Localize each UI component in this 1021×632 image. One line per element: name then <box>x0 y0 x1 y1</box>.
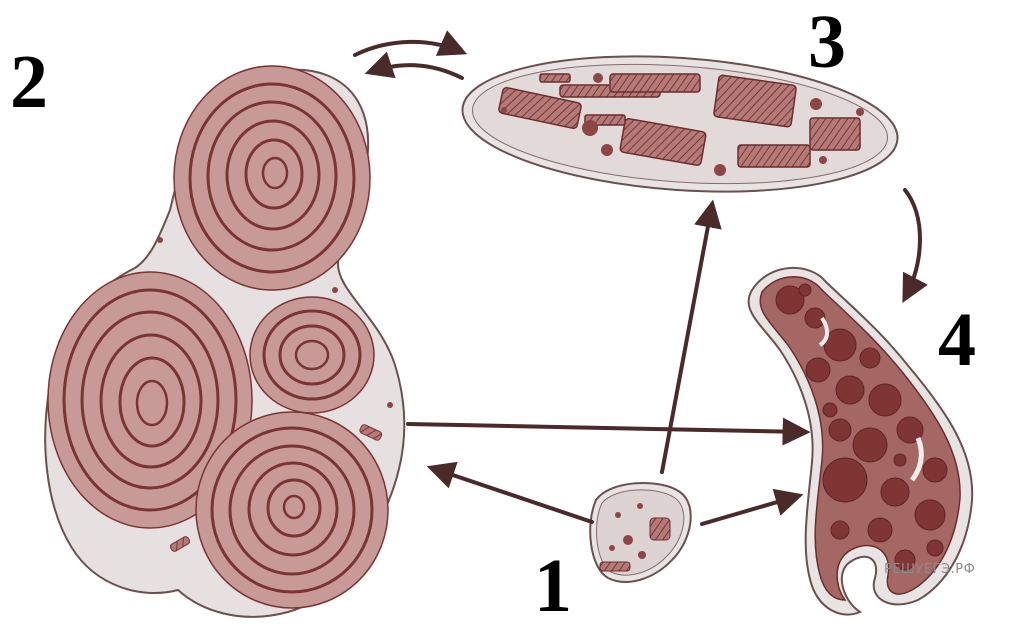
amyloplast-icon <box>45 66 404 617</box>
arrow-3-to-4 <box>905 190 920 298</box>
arrow-3-to-2 <box>370 65 462 78</box>
arrow-1-to-2 <box>432 468 592 522</box>
proplastid-icon <box>590 483 691 582</box>
starch-grain-bottom <box>196 412 388 608</box>
arrow-2-to-4 <box>408 424 805 432</box>
label-stage-3: 3 <box>808 4 846 80</box>
label-stage-4: 4 <box>938 302 976 378</box>
label-stage-1: 1 <box>534 548 572 624</box>
arrow-2-to-3 <box>355 42 462 55</box>
starch-grain-middle <box>250 297 374 413</box>
arrow-1-to-4 <box>702 496 798 524</box>
label-stage-2: 2 <box>10 44 48 120</box>
starch-grain-top <box>174 66 370 290</box>
watermark: РЕШУЕГЭ.РФ <box>884 562 975 577</box>
